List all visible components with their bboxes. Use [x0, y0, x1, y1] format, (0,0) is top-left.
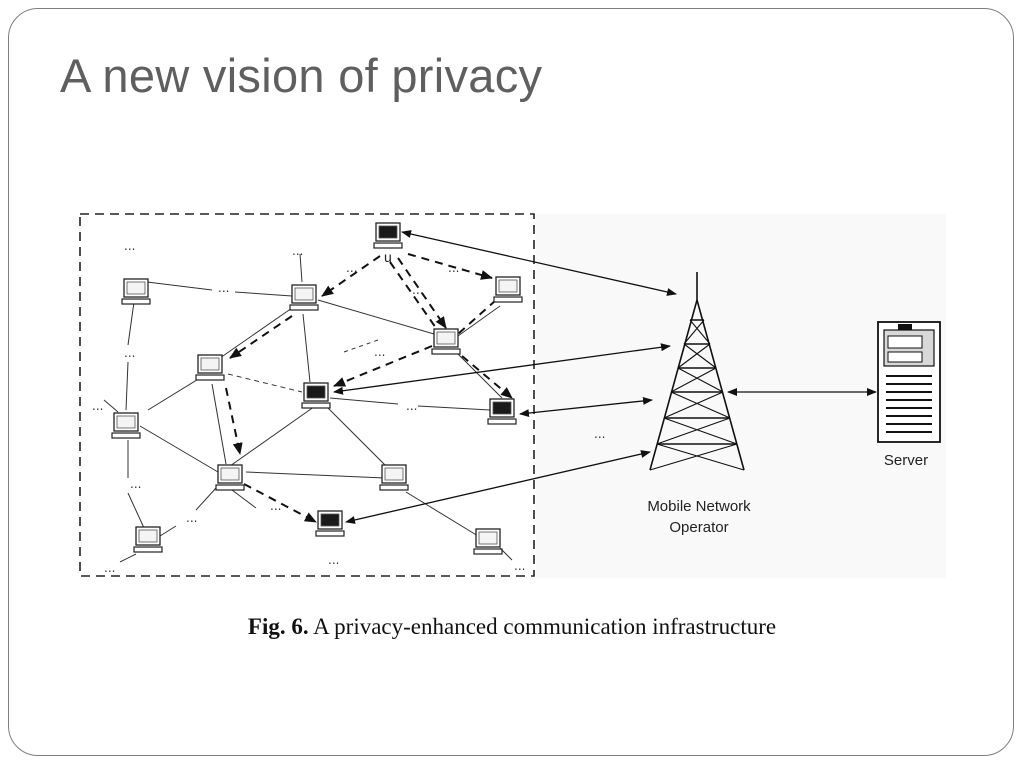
ellipsis-marker: ...	[346, 261, 357, 275]
ellipsis-marker: ...	[104, 561, 115, 575]
mesh-links	[103, 253, 513, 563]
ellipsis-marker: ...	[292, 244, 303, 258]
slide-title: A new vision of privacy	[60, 49, 543, 102]
server-label: Server	[884, 452, 928, 469]
ellipsis-markers: ........................................…	[92, 239, 605, 575]
ellipsis-marker: ...	[594, 427, 605, 441]
computer-icon	[289, 284, 319, 311]
ellipsis-marker: ...	[186, 511, 197, 525]
computer-icon	[431, 328, 461, 355]
computer-icon	[493, 276, 523, 303]
ellipsis-marker: ...	[406, 399, 417, 413]
highlighted-computer-icon	[487, 398, 517, 425]
server-icon	[877, 321, 941, 443]
user-label: u	[384, 249, 392, 265]
ellipsis-marker: ...	[270, 499, 281, 513]
computer-icon	[111, 412, 141, 439]
computer-icon	[195, 354, 225, 381]
ellipsis-marker: ...	[124, 346, 135, 360]
ellipsis-marker: ...	[448, 261, 459, 275]
ellipsis-marker: ...	[92, 399, 103, 413]
network-boundary	[79, 213, 535, 577]
highlighted-computer-icon	[315, 510, 345, 537]
caption-number: Fig. 6.	[247, 614, 309, 639]
caption-text: A privacy-enhanced communication infrast…	[313, 614, 777, 639]
computer-icon	[379, 464, 409, 491]
computer-nodes	[111, 222, 523, 555]
slide-frame	[8, 8, 1014, 756]
highlighted-computer-icon	[373, 222, 403, 249]
tower-links	[333, 230, 877, 524]
cell-tower-icon	[649, 272, 745, 471]
highlighted-computer-icon	[301, 382, 331, 409]
ellipsis-marker: ...	[130, 477, 141, 491]
ellipsis-marker: ...	[514, 559, 525, 573]
computer-icon	[133, 526, 163, 553]
figure-caption: Fig. 6. A privacy-enhanced communication…	[0, 614, 1024, 640]
ellipsis-marker: ...	[218, 281, 229, 295]
computer-icon	[215, 464, 245, 491]
operator-label-line1: Mobile Network	[647, 498, 751, 515]
computer-icon	[473, 528, 503, 555]
ellipsis-marker: ...	[124, 239, 135, 253]
operator-label-line2: Operator	[669, 519, 728, 536]
ellipsis-marker: ...	[412, 283, 423, 297]
computer-icon	[121, 278, 151, 305]
ellipsis-marker: ...	[328, 553, 339, 567]
ellipsis-marker: ...	[374, 345, 385, 359]
